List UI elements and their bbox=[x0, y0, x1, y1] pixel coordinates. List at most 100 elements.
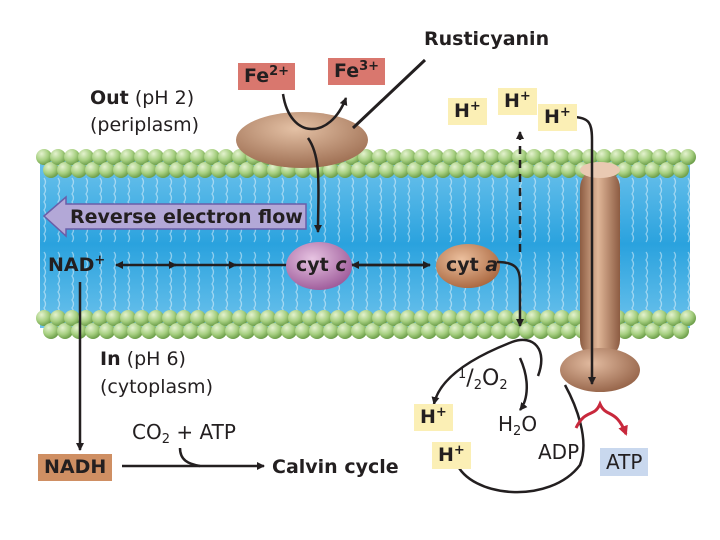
lipid-head bbox=[645, 162, 661, 178]
oxygen-base: O bbox=[481, 366, 500, 391]
lipid-head bbox=[379, 323, 395, 339]
lipid-head bbox=[680, 310, 696, 326]
fe3-sup: 3+ bbox=[359, 59, 380, 74]
lipid-tail bbox=[407, 251, 411, 317]
lipid-head bbox=[673, 323, 689, 339]
in-label: In (pH 6) bbox=[100, 350, 186, 369]
lipid-head bbox=[92, 310, 108, 326]
lipid-head bbox=[463, 323, 479, 339]
oxygen-num: 1 bbox=[458, 367, 467, 382]
lipid-head bbox=[50, 310, 66, 326]
co2-atp-label: CO2 + ATP bbox=[132, 422, 236, 446]
cyt-c-label: cyt c bbox=[296, 256, 347, 275]
lipid-tail bbox=[141, 251, 145, 317]
lipid-tail bbox=[477, 177, 481, 243]
lipid-head bbox=[393, 323, 409, 339]
lipid-head bbox=[470, 310, 486, 326]
lipid-head bbox=[498, 310, 514, 326]
lipid-head bbox=[358, 149, 374, 165]
lipid-head bbox=[323, 323, 339, 339]
lipid-head bbox=[36, 310, 52, 326]
proton-base: H bbox=[544, 106, 560, 128]
lipid-head bbox=[645, 323, 661, 339]
lipid-head bbox=[50, 149, 66, 165]
lipid-head bbox=[141, 323, 157, 339]
lipid-tail bbox=[183, 251, 187, 317]
lipid-head bbox=[393, 162, 409, 178]
in-bold: In bbox=[100, 348, 121, 370]
lipid-head bbox=[666, 310, 682, 326]
lipid-tail bbox=[561, 251, 565, 317]
rusticyanin-protein bbox=[236, 112, 368, 168]
lipid-tail bbox=[659, 177, 663, 243]
lipid-head bbox=[456, 149, 472, 165]
proton-base: H bbox=[504, 90, 520, 112]
lipid-head bbox=[106, 149, 122, 165]
lipid-head bbox=[638, 149, 654, 165]
lipid-head bbox=[449, 162, 465, 178]
lipid-head bbox=[386, 149, 402, 165]
cytc-base: cyt bbox=[296, 254, 329, 276]
oxygen-den: 2 bbox=[473, 378, 482, 393]
lipid-head bbox=[547, 162, 563, 178]
lipid-head bbox=[64, 310, 80, 326]
proton-base: H bbox=[438, 444, 454, 466]
lipid-tail bbox=[463, 177, 467, 243]
fe2-base: Fe bbox=[244, 65, 270, 87]
rusticyanin-leader-line bbox=[351, 58, 427, 130]
lipid-head bbox=[372, 310, 388, 326]
lipid-head bbox=[512, 149, 528, 165]
lipid-head bbox=[176, 149, 192, 165]
lipid-head bbox=[337, 162, 353, 178]
lipid-head bbox=[85, 323, 101, 339]
lipid-head bbox=[617, 323, 633, 339]
lipid-tail bbox=[57, 251, 61, 317]
water-sub: 2 bbox=[513, 424, 522, 439]
lipid-head bbox=[183, 162, 199, 178]
lipid-head bbox=[323, 162, 339, 178]
lipid-head bbox=[456, 310, 472, 326]
lipid-head bbox=[204, 310, 220, 326]
lipid-tail bbox=[575, 251, 579, 317]
lipid-head bbox=[470, 149, 486, 165]
atp-synthase-head bbox=[560, 348, 640, 392]
lipid-head bbox=[414, 310, 430, 326]
proton-base: H bbox=[420, 406, 436, 428]
lipid-head bbox=[57, 162, 73, 178]
lipid-tail bbox=[43, 177, 47, 243]
lipid-head bbox=[428, 310, 444, 326]
atp-synthase-top bbox=[580, 162, 620, 178]
out-label: Out (pH 2) bbox=[90, 89, 194, 108]
lipid-tail bbox=[379, 251, 383, 317]
lipid-head bbox=[225, 323, 241, 339]
lipid-head bbox=[442, 310, 458, 326]
lipid-head bbox=[540, 149, 556, 165]
lipid-head bbox=[631, 323, 647, 339]
proton-sup: + bbox=[519, 89, 531, 104]
lipid-head bbox=[309, 323, 325, 339]
lipid-head bbox=[638, 310, 654, 326]
lipid-head bbox=[225, 162, 241, 178]
lipid-tail bbox=[561, 177, 565, 243]
lipid-head bbox=[463, 162, 479, 178]
lipid-head bbox=[491, 162, 507, 178]
lipid-head bbox=[561, 323, 577, 339]
lipid-head bbox=[169, 162, 185, 178]
proton-box-out-2: H+ bbox=[498, 88, 537, 115]
lipid-tail bbox=[267, 251, 271, 317]
lipid-head bbox=[372, 149, 388, 165]
lipid-head bbox=[162, 310, 178, 326]
reverse-electron-flow-arrow bbox=[42, 195, 307, 238]
lipid-head bbox=[239, 162, 255, 178]
lipid-tail bbox=[365, 251, 369, 317]
lipid-head bbox=[232, 310, 248, 326]
oxygen-sub: 2 bbox=[499, 378, 508, 393]
proton-sup: + bbox=[435, 405, 447, 420]
lipid-tail bbox=[631, 251, 635, 317]
lipid-head bbox=[666, 149, 682, 165]
lipid-tail bbox=[309, 177, 313, 243]
cyta-base: cyt bbox=[446, 254, 479, 276]
lipid-head bbox=[435, 162, 451, 178]
lipid-head bbox=[190, 149, 206, 165]
